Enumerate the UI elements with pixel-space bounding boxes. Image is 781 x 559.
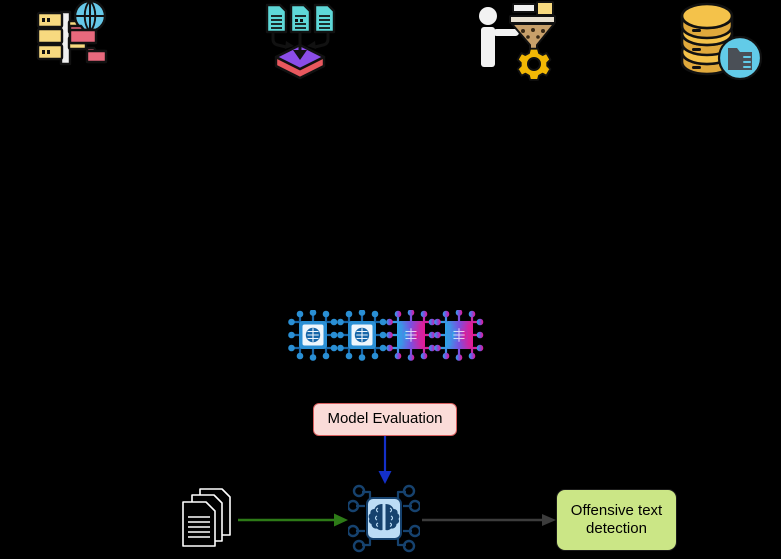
model-evaluation-label: Model Evaluation xyxy=(327,410,443,428)
document-stack-icon xyxy=(180,487,238,549)
edge-evaluation-to-model xyxy=(371,436,399,486)
data-aggregation-icon xyxy=(250,0,360,85)
edge-model-to-detection xyxy=(422,512,558,528)
edge-documents-to-model xyxy=(238,512,350,528)
ai-brain-model-icon[interactable] xyxy=(346,483,422,554)
offensive-text-detection-node[interactable]: Offensive text detection xyxy=(556,489,677,551)
model-training-chips xyxy=(288,309,484,368)
database-storage-icon xyxy=(670,0,780,85)
offensive-detection-label-line-1: Offensive text xyxy=(570,501,663,519)
offensive-detection-label-line-2: detection xyxy=(586,520,647,537)
web-data-collection-icon xyxy=(30,0,140,85)
data-filtering-icon xyxy=(465,0,575,85)
model-evaluation-node[interactable]: Model Evaluation xyxy=(313,403,457,436)
